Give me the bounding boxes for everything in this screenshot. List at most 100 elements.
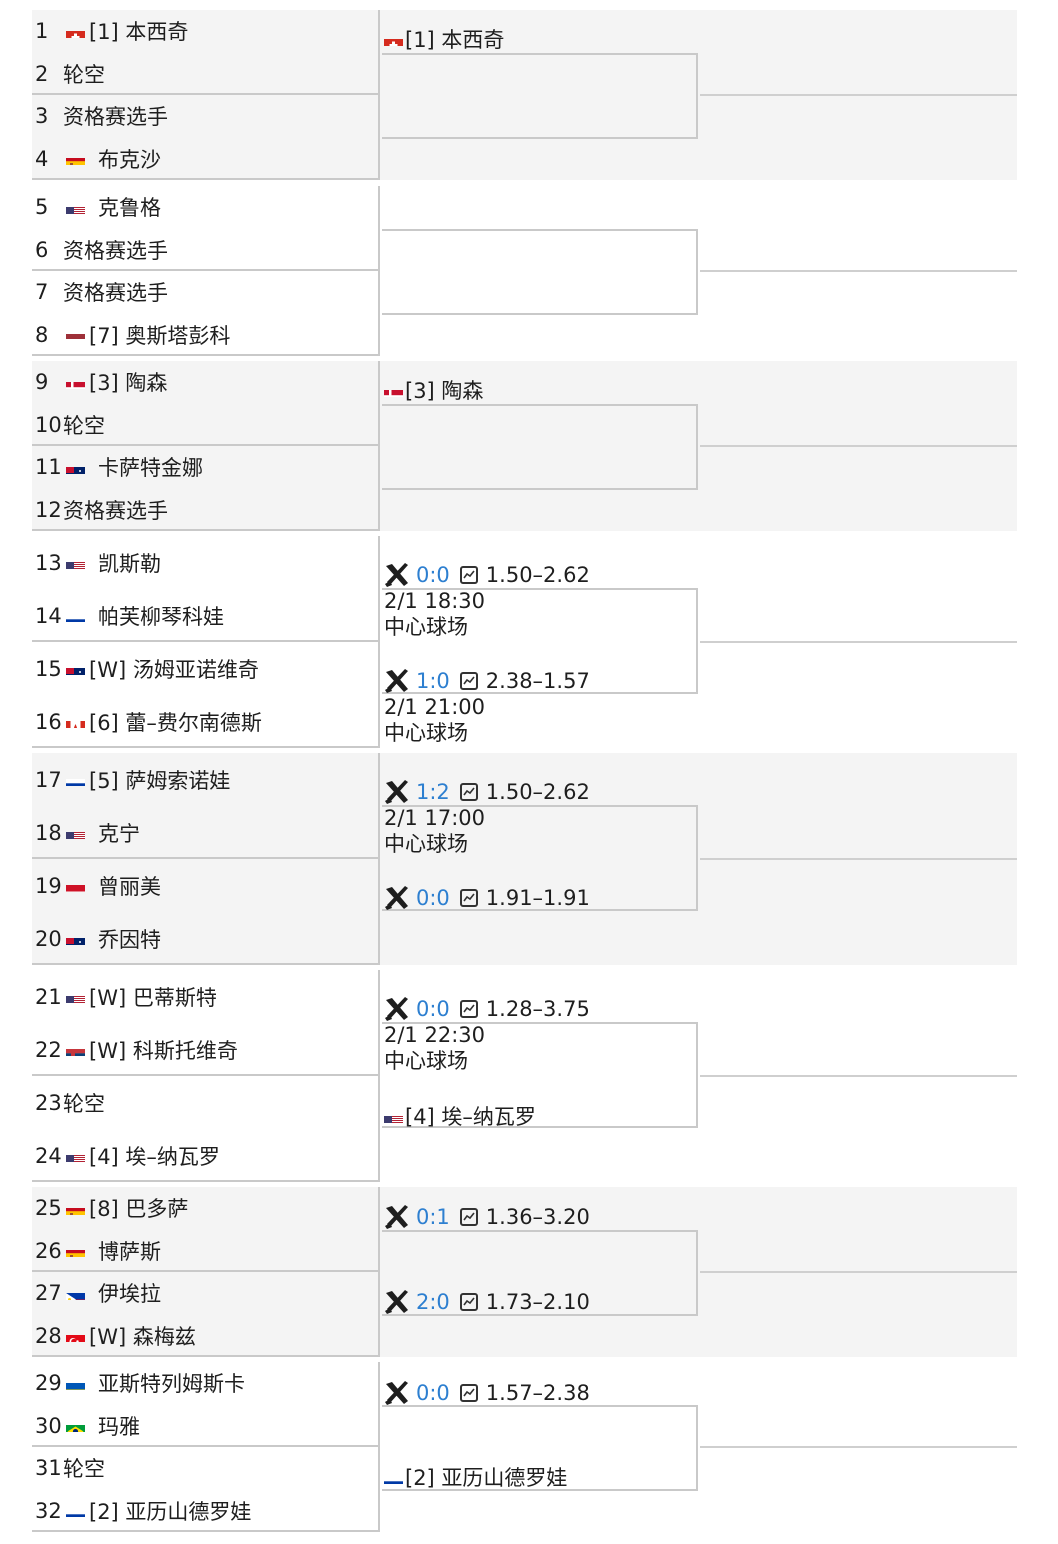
advanced-player[interactable]: [1] 本西奇 (384, 24, 504, 54)
odds-chart-icon[interactable] (459, 889, 478, 907)
player-name: [3] 陶森 (89, 371, 168, 396)
seed-number: 20 (35, 926, 62, 951)
head-to-head-score[interactable]: 1:0 (416, 669, 450, 693)
player-name: 玛雅 (98, 1414, 140, 1439)
player-row[interactable]: 21[W] 巴蒂斯特 (32, 970, 378, 1023)
us-flag-icon (66, 990, 85, 1003)
odds-chart-icon[interactable] (459, 1384, 478, 1402)
match-info[interactable]: 0:0 1.57–2.38 (384, 1380, 590, 1406)
seed-number: 8 (35, 322, 49, 347)
tennis-rackets-icon (384, 997, 410, 1021)
pair-divider (32, 1362, 378, 1447)
lv-flag-icon (66, 328, 85, 342)
odds-chart-icon[interactable] (459, 783, 478, 801)
second-round-match-box (382, 404, 698, 490)
betting-odds: 1.50–2.62 (485, 563, 590, 587)
head-to-head-score[interactable]: 2:0 (416, 1290, 450, 1314)
player-name: [1] 本西奇 (89, 20, 189, 45)
player-row[interactable]: 22[W] 科斯托维奇 (32, 1023, 378, 1076)
player-row[interactable]: 32[2] 亚历山德罗娃 (32, 1490, 378, 1533)
seed-number: 16 (35, 709, 62, 734)
head-to-head-score[interactable]: 0:0 (416, 886, 450, 910)
second-round-match-box (382, 1405, 698, 1491)
us-flag-icon (66, 556, 85, 569)
player-row[interactable]: 17[5] 萨姆索诺娃 (32, 753, 378, 806)
match-time: 2/1 18:30 (384, 589, 485, 613)
player-row[interactable]: 1[1] 本西奇 (32, 10, 378, 53)
seed-number: 24 (35, 1143, 62, 1168)
player-row[interactable]: 8 [7] 奥斯塔彭科 (32, 314, 378, 357)
player-name: [7] 奥斯塔彭科 (89, 323, 231, 348)
advanced-player[interactable]: [2] 亚历山德罗娃 (384, 1462, 567, 1492)
us-flag-icon (66, 1149, 85, 1162)
seed-number: 2 (35, 61, 49, 86)
head-to-head-score[interactable]: 0:0 (416, 563, 450, 587)
odds-chart-icon[interactable] (459, 1208, 478, 1226)
second-round-match-box (382, 1022, 698, 1128)
player-row[interactable]: 2 轮空 (32, 53, 378, 96)
odds-chart-icon[interactable] (459, 566, 478, 584)
seed-number: 15 (35, 656, 62, 681)
player-row[interactable]: 9[3] 陶森 (32, 361, 378, 404)
second-round-match-box (382, 1230, 698, 1316)
head-to-head-score[interactable]: 0:1 (416, 1205, 450, 1229)
odds-chart-icon[interactable] (459, 1293, 478, 1311)
match-court: 中心球场 (384, 721, 468, 745)
seed-number: 19 (35, 873, 62, 898)
odds-chart-icon[interactable] (459, 1000, 478, 1018)
player-name: 轮空 (63, 62, 105, 87)
player-name: 凯斯勒 (98, 551, 161, 576)
match-score-line: 0:0 1.91–1.91 (384, 885, 590, 911)
player-row[interactable]: 16[6] 蕾–费尔南德斯 (32, 695, 378, 748)
match-info[interactable]: 2:0 1.73–2.10 (384, 1289, 590, 1315)
match-info[interactable]: 0:0 1.91–1.91 (384, 885, 590, 911)
player-name: 博萨斯 (98, 1239, 161, 1264)
head-to-head-score[interactable]: 0:0 (416, 1381, 450, 1405)
head-to-head-score[interactable]: 1:2 (416, 780, 450, 804)
tr-flag-icon (66, 1329, 85, 1343)
player-name: 资格赛选手 (63, 281, 168, 306)
advanced-player[interactable]: [4] 埃–纳瓦罗 (384, 1101, 536, 1131)
player-name: 克鲁格 (98, 196, 161, 221)
bracket-connector-line (700, 1271, 1017, 1273)
player-row[interactable]: 25[8] 巴多萨 (32, 1187, 378, 1230)
player-row[interactable]: 28[W] 森梅兹 (32, 1315, 378, 1358)
player-row[interactable]: 15[W] 汤姆亚诺维奇 (32, 642, 378, 695)
player-row[interactable]: 5 克鲁格 (32, 186, 378, 229)
match-info[interactable]: 0:1 1.36–3.20 (384, 1204, 590, 1230)
rs-flag-icon (66, 1043, 85, 1056)
second-round-match-box (382, 805, 698, 911)
pair-divider (32, 186, 378, 271)
player-row[interactable]: 24[4] 埃–纳瓦罗 (32, 1129, 378, 1182)
head-to-head-score[interactable]: 0:0 (416, 997, 450, 1021)
seed-number: 11 (35, 455, 62, 480)
seed-number: 5 (35, 195, 49, 220)
advanced-player[interactable]: [3] 陶森 (384, 375, 483, 405)
odds-chart-icon[interactable] (459, 672, 478, 690)
ca-flag-icon (66, 715, 85, 728)
